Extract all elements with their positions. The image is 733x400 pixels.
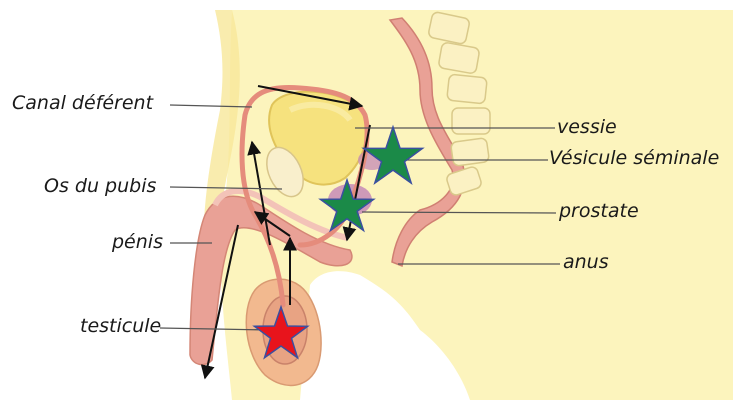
label-prostate: prostate: [559, 202, 639, 221]
label-vessie: vessie: [557, 118, 617, 137]
label-os-du-pubis: Os du pubis: [44, 177, 156, 196]
label-testicule: testicule: [80, 317, 161, 336]
label-canal-deferent: Canal déférent: [12, 94, 153, 113]
label-penis: pénis: [112, 233, 163, 252]
label-anus: anus: [563, 253, 609, 272]
label-vesicule-seminale: Vésicule séminale: [549, 149, 719, 168]
